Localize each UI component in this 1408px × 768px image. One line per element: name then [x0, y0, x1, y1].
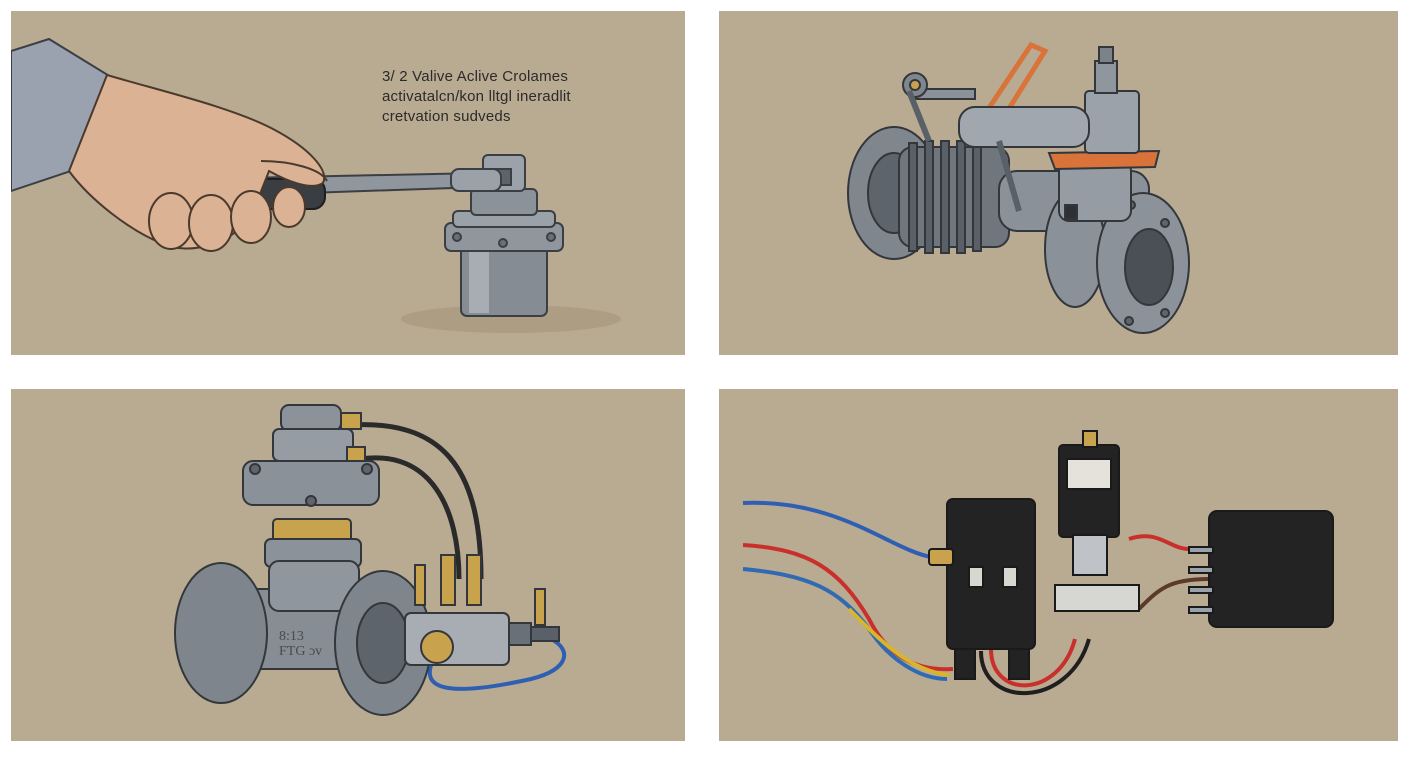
hand: [67, 73, 328, 252]
actuated-flanged-valve-illustration: [719, 11, 1398, 355]
brass-connector: [928, 548, 954, 566]
valve-body: [444, 154, 564, 317]
wires: [742, 500, 1210, 696]
panel-hand-lever-valve: 3/ 2 Valive Aclive Crolames activatalcn/…: [11, 11, 685, 355]
brass-fittings: [340, 412, 546, 626]
body-marking-line: 8:13: [279, 629, 304, 644]
valve-with-fittings-illustration: [11, 389, 685, 741]
hand-lever-valve-illustration: [11, 11, 685, 355]
relay-pins: [1188, 546, 1214, 614]
valve-shadow: [401, 305, 621, 333]
top-cap: [280, 404, 342, 432]
black-hoses: [350, 422, 484, 580]
brass-plug: [420, 630, 454, 664]
pneumatic-cylinder: [958, 106, 1090, 148]
caption-text: 3/ 2 Valive Aclive Crolames activatalcn/…: [382, 67, 672, 127]
solenoid-wiring-illustration: [719, 389, 1398, 741]
blue-wire: [427, 637, 567, 691]
actuator-block: [1084, 90, 1140, 154]
gear-teeth: [908, 140, 982, 254]
panel-actuated-flanged-valve: [719, 11, 1398, 355]
black-terminal-block: [946, 498, 1036, 650]
caption-line: cretvation sudveds: [382, 108, 511, 125]
caption-line: 3/ 2 Valive Aclive Crolames: [382, 68, 569, 85]
body-marking-line: FTG ɔv: [279, 644, 323, 659]
left-flange: [174, 562, 268, 704]
panel-valve-with-fittings: 8:13 FTG ɔv: [11, 389, 685, 741]
panel-solenoid-wiring: [719, 389, 1398, 741]
body-marking: 8:13 FTG ɔv: [279, 629, 322, 659]
caption-line: activatalcn/kon lltgl ineradlit: [382, 88, 571, 105]
relay-module: [1208, 510, 1334, 628]
solenoid-block: [404, 612, 510, 666]
